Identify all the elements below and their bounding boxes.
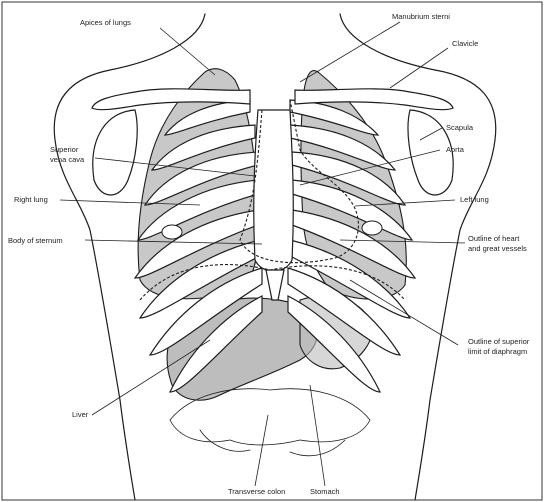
label-outline-diaphragm-1: Outline of superior <box>468 337 530 346</box>
right-nipple <box>162 225 182 239</box>
label-clavicle: Clavicle <box>452 39 478 48</box>
right-scapula <box>93 110 137 195</box>
label-body-of-sternum: Body of sternum <box>8 236 63 245</box>
label-scapula: Scapula <box>446 123 474 132</box>
label-superior-vena-cava-1: Superior <box>50 145 79 154</box>
label-outline-diaphragm-2: limit of diaphragm <box>468 347 527 356</box>
label-aorta: Aorta <box>446 145 465 154</box>
label-left-lung: Left lung <box>460 195 489 204</box>
label-liver: Liver <box>72 410 89 419</box>
label-right-lung: Right lung <box>14 195 48 204</box>
label-manubrium-sterni: Manubrium sterni <box>392 12 450 21</box>
label-stomach: Stomach <box>310 487 340 496</box>
label-outline-heart-2: and great vessels <box>468 244 527 253</box>
xiphoid <box>266 270 284 300</box>
left-nipple <box>362 221 382 235</box>
small-intestine <box>200 430 345 456</box>
label-superior-vena-cava-2: vena cava <box>50 155 85 164</box>
label-transverse-colon: Transverse colon <box>228 487 285 496</box>
label-outline-heart-1: Outline of heart <box>468 234 520 243</box>
label-apices-of-lungs: Apices of lungs <box>80 18 131 27</box>
sternum <box>254 110 294 271</box>
